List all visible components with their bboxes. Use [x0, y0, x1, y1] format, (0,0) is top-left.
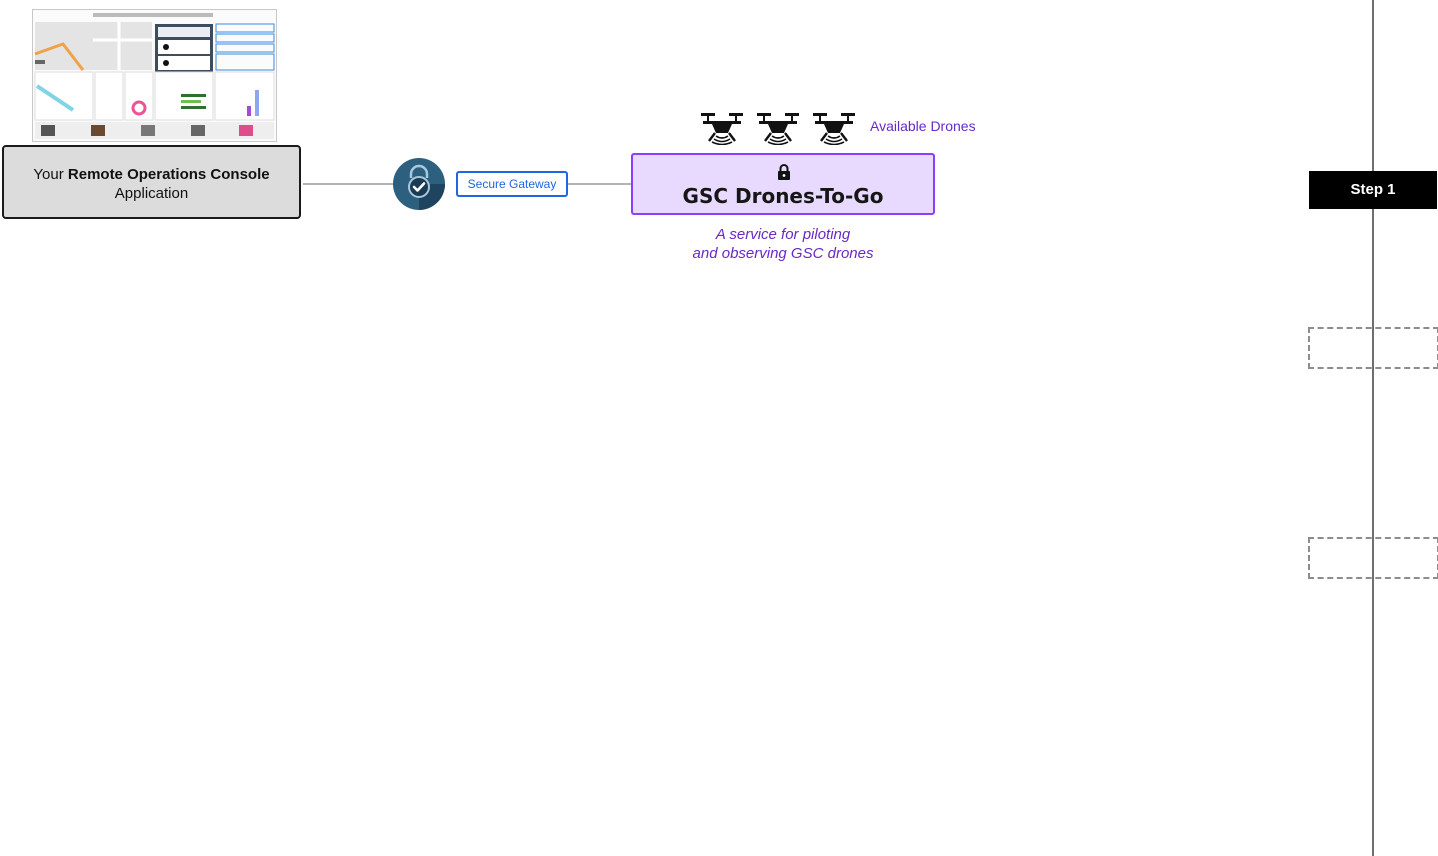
console-application-box: Your Remote Operations Console Applicati…: [2, 145, 301, 219]
drone-icon: [699, 111, 745, 146]
service-description-line2: and observing GSC drones: [692, 245, 874, 262]
service-title: GSC Drones-To-Go: [682, 184, 884, 208]
console-suffix: Application: [114, 185, 189, 202]
console-name: Remote Operations Console: [67, 166, 270, 183]
console-prefix: Your: [33, 166, 64, 183]
secure-gateway-label: Secure Gateway: [456, 171, 568, 197]
connector-gateway-to-service: [565, 183, 633, 185]
secure-lock-icon: [393, 158, 445, 210]
drone-icon: [811, 111, 857, 146]
connector-console-to-lock: [303, 183, 395, 185]
console-line1: Your Remote Operations Console: [4, 165, 299, 184]
drones-service-box: GSC Drones-To-Go: [631, 153, 935, 215]
step-1-button[interactable]: Step 1: [1309, 171, 1437, 209]
step-placeholder[interactable]: [1308, 327, 1438, 369]
drone-icon: [755, 111, 801, 146]
available-drones-label: Available Drones: [870, 118, 976, 134]
step-placeholder[interactable]: [1308, 537, 1438, 579]
console-preview-thumbnail: [32, 9, 277, 142]
step-track-line: [1372, 0, 1374, 856]
service-description: A service for piloting and observing GSC…: [640, 225, 926, 263]
service-description-line1: A service for piloting: [715, 226, 851, 243]
padlock-icon: [777, 164, 791, 185]
